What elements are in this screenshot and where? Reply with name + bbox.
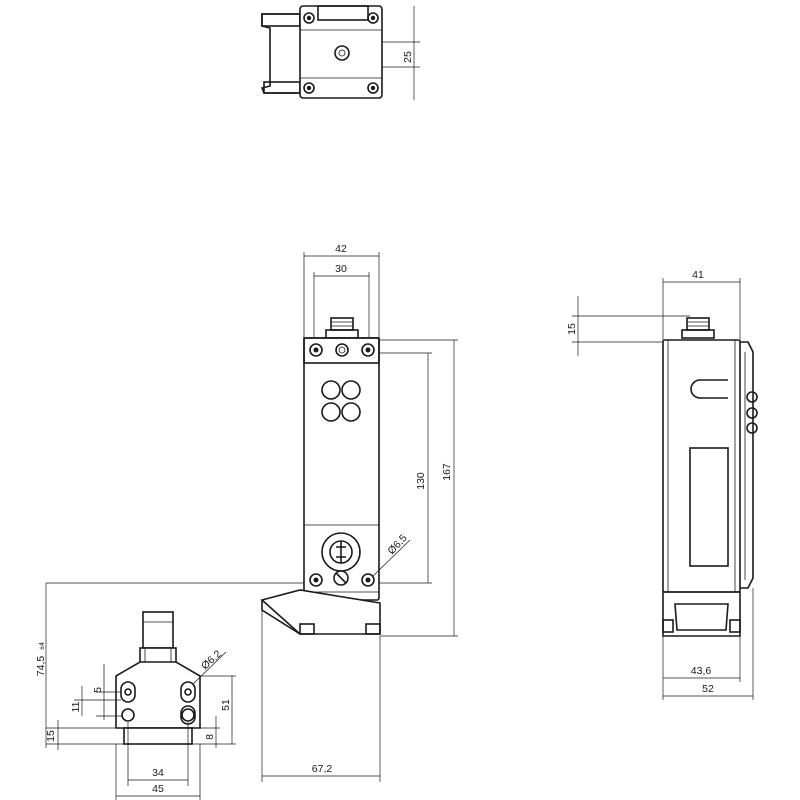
side-view: 41 15 43,6: [566, 269, 758, 700]
mount-screw-icon: [303, 12, 379, 94]
dim-front-130: 130: [415, 472, 427, 490]
dim-act-5: 5: [92, 687, 104, 693]
dim-front-30: 30: [335, 263, 347, 275]
front-view: 42 30: [46, 243, 458, 782]
dim-act-8: 8: [204, 734, 216, 740]
mount-screw-icon: [309, 343, 375, 587]
actuator-view: Ø6,2 74,5 ±4 15 11 5 51 8 34: [35, 583, 236, 800]
top-view: 25: [260, 5, 420, 100]
dim-act-34: 34: [152, 767, 164, 779]
dim-side-41: 41: [692, 269, 704, 281]
dim-side-15: 15: [566, 323, 578, 335]
dim-act-11: 11: [70, 701, 82, 712]
dim-top-25: 25: [402, 51, 414, 63]
dim-act-51: 51: [220, 699, 232, 711]
dim-act-tolerance: ±4: [39, 642, 46, 650]
dim-act-745: 74,5: [35, 656, 47, 677]
dim-front-42: 42: [335, 243, 347, 255]
dim-front-hole: Ø6,5: [385, 532, 409, 557]
dim-side-52: 52: [702, 683, 714, 695]
dim-act-hole: Ø6,2: [199, 648, 224, 672]
dim-front-672: 67,2: [312, 763, 333, 775]
dim-front-167: 167: [441, 463, 453, 481]
dim-side-436: 43,6: [691, 665, 712, 677]
key-release-icon: [321, 532, 361, 586]
dim-act-15: 15: [45, 730, 57, 742]
led-indicator-icon: [321, 380, 361, 422]
dim-act-45: 45: [152, 783, 164, 795]
mount-hole-icon: [120, 681, 196, 725]
